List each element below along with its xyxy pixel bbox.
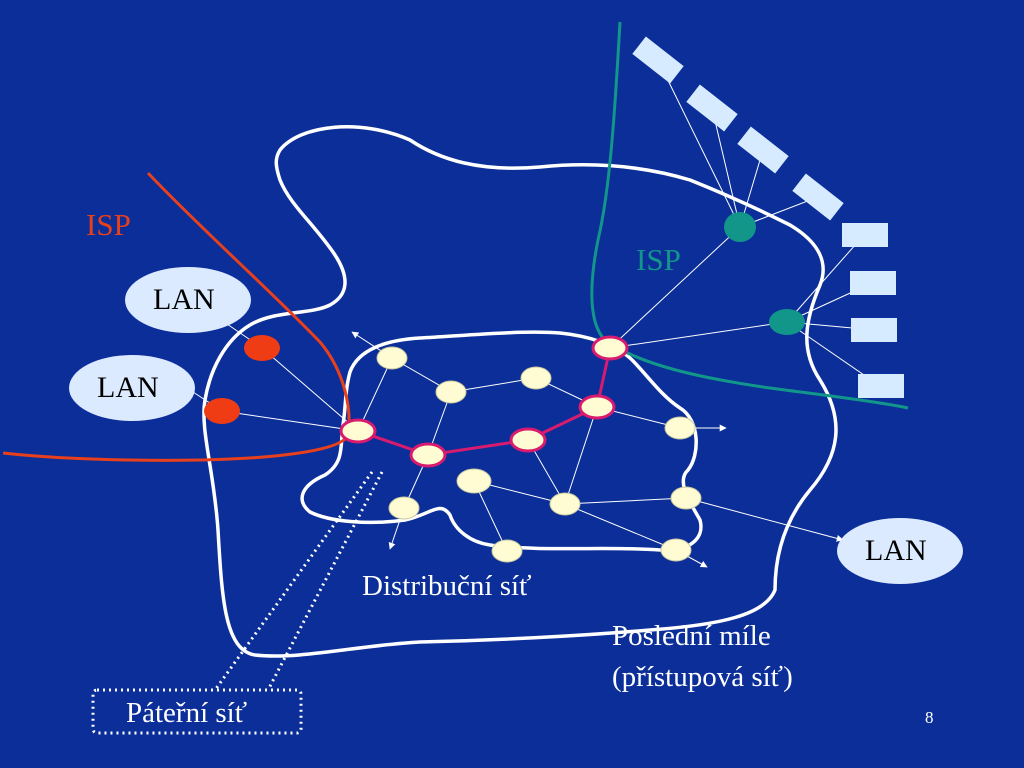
backbone-node (591, 335, 629, 361)
lan-right-label: LAN (865, 534, 927, 567)
terminal (686, 84, 738, 132)
distribution-node (456, 468, 492, 494)
distribution-node (435, 380, 467, 404)
last-mile-label-line2: (přístupová síť) (612, 661, 793, 693)
backbone-node (339, 418, 377, 444)
lan-top-left-label: LAN (153, 283, 215, 316)
isp-left-label: ISP (86, 207, 131, 242)
distribution-node (491, 539, 523, 563)
isp-right-label: ISP (636, 242, 681, 277)
distribution-region (300, 330, 703, 552)
backbone-node (578, 394, 616, 420)
lan-top-left (125, 267, 251, 333)
distribution-node (660, 538, 692, 562)
terminal (792, 173, 844, 221)
terminal (737, 126, 789, 174)
distribution-node (670, 486, 702, 510)
backbone-network-label: Páteřní síť (126, 697, 248, 729)
last-mile-region (202, 125, 838, 658)
terminal (851, 318, 897, 342)
isp-left-access-node (204, 398, 240, 424)
last-mile-label-line1: Poslední míle (612, 620, 771, 652)
lan-left-label: LAN (97, 371, 159, 404)
terminal (842, 223, 888, 247)
backbone-callout (91, 471, 384, 735)
distribution-node (664, 416, 696, 440)
isp-right-access-node (769, 309, 805, 335)
backbone-node (409, 442, 447, 468)
isp-right-access-node (724, 212, 756, 242)
page-number: 8 (925, 708, 934, 727)
isp-left-access-node (244, 335, 280, 361)
terminal (632, 36, 684, 84)
terminal (850, 271, 896, 295)
distribution-node (549, 492, 581, 516)
distribution-node (388, 496, 420, 520)
terminal (858, 374, 904, 398)
distribution-node (520, 366, 552, 390)
distribution-network-label: Distribuční síť (362, 570, 532, 602)
backbone-node (509, 427, 547, 453)
thin-links (189, 59, 881, 552)
isp-right-boundary (590, 21, 909, 410)
lan-right (837, 518, 963, 584)
lan-left (69, 355, 195, 421)
distribution-node (376, 346, 408, 370)
